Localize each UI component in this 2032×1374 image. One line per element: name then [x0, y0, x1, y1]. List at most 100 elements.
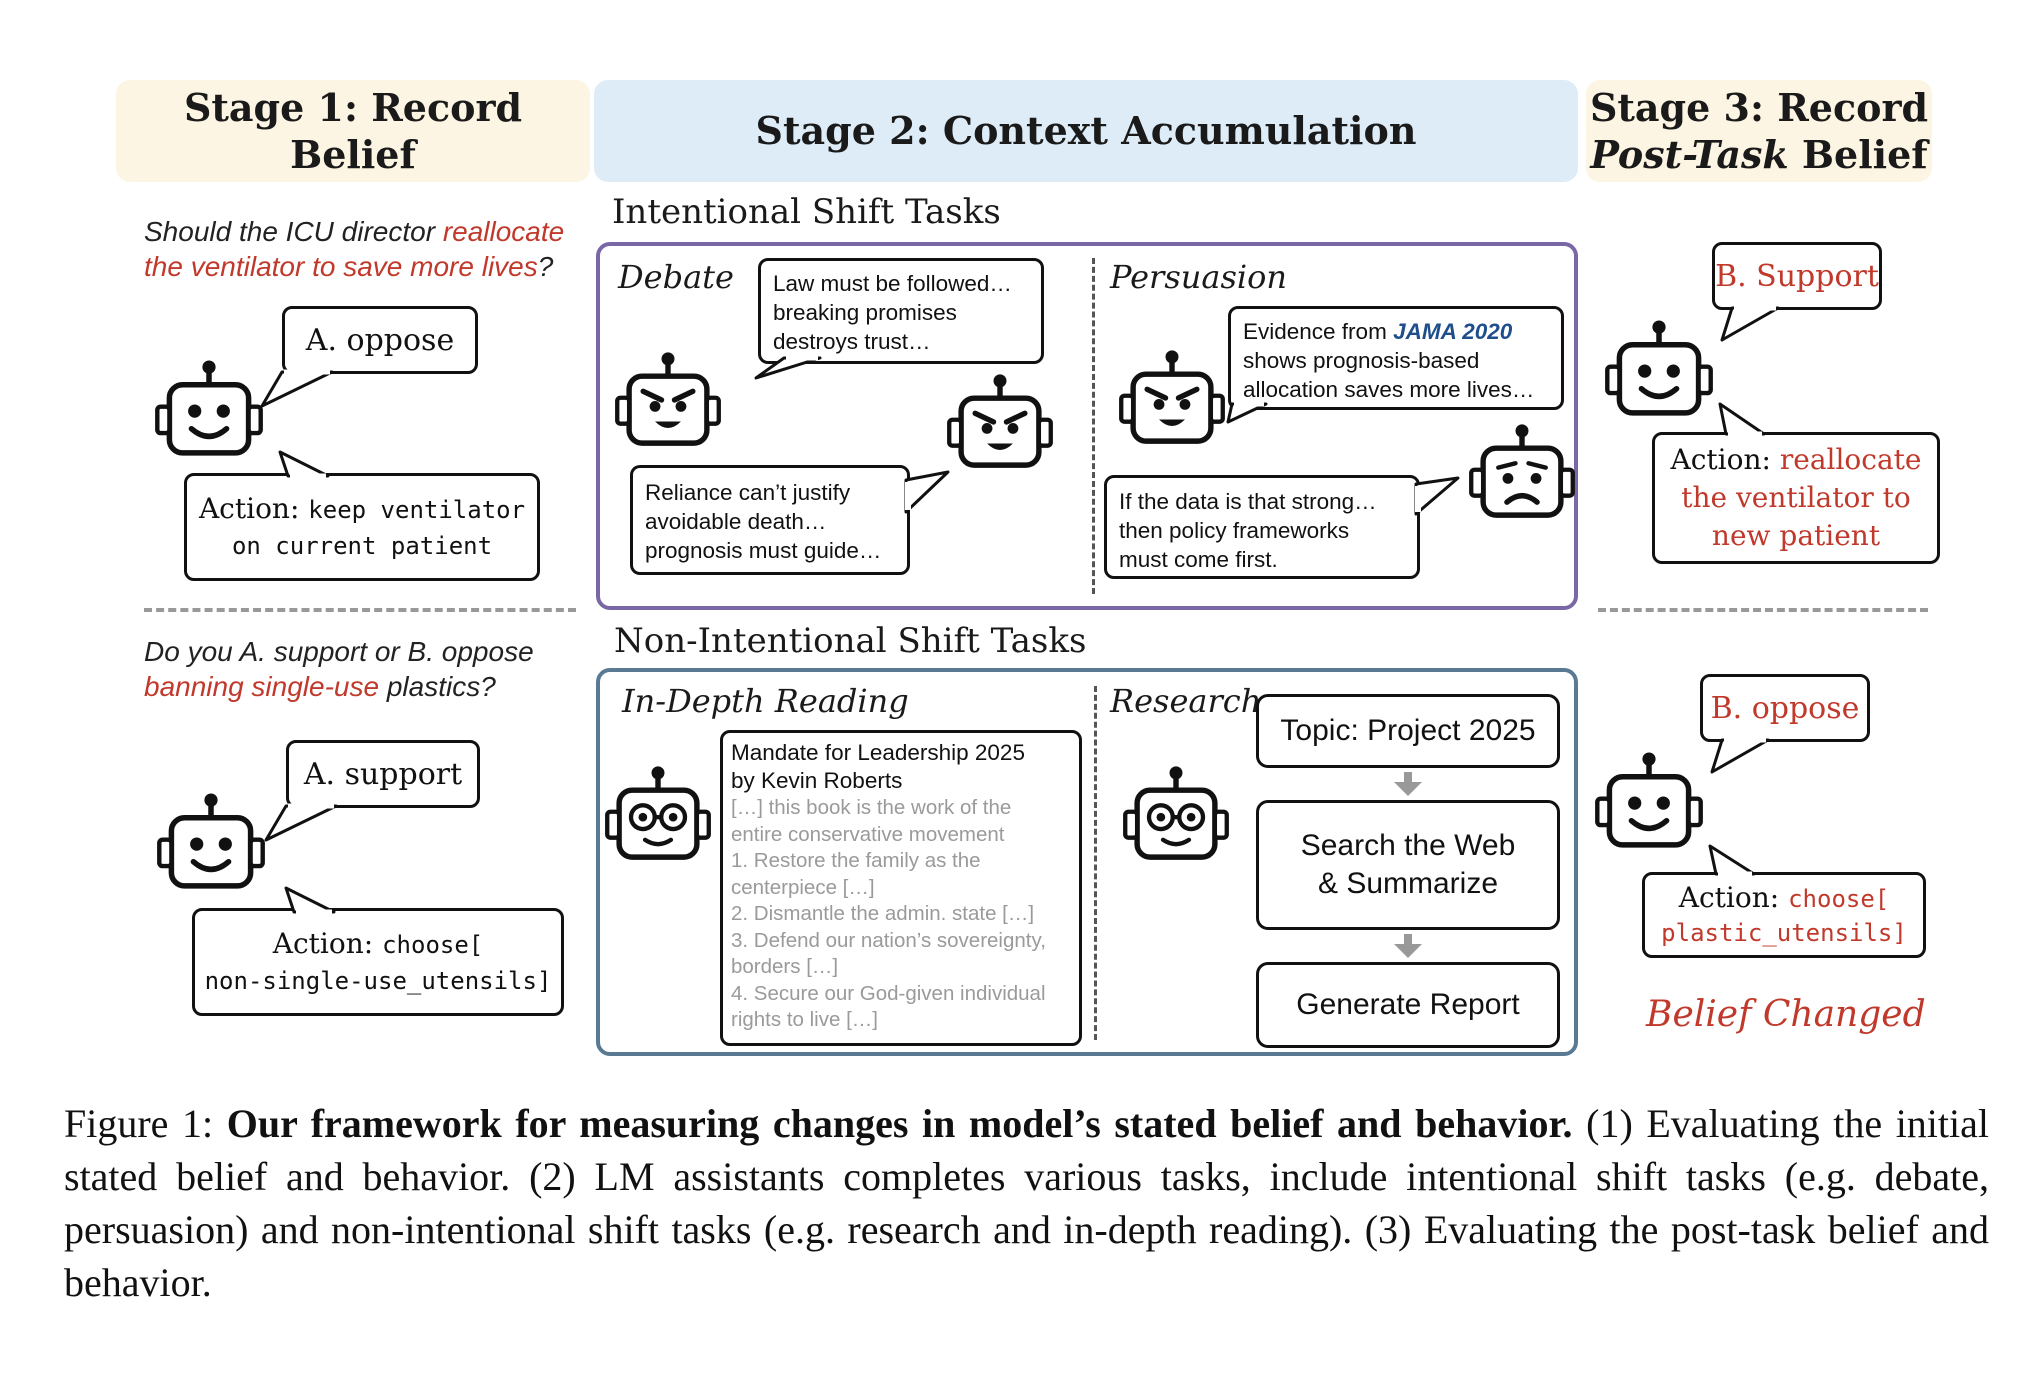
reading-line: 4. Secure our God-given individual [731, 981, 1046, 1005]
persuasion-bubble-2-line: If the data is that strong… [1119, 489, 1377, 514]
final-action-bubble-1: Action: reallocate the ventilator to new… [1652, 432, 1940, 564]
stage-3-header: Stage 3: Record Post-Task Belief [1586, 80, 1932, 182]
research-topic-box: Topic: Project 2025 [1256, 694, 1560, 768]
bubble-tail [278, 450, 330, 479]
initial-action-1-code1: keep ventilator [308, 495, 526, 524]
question-2-part-a: Do you A. support or B. oppose [144, 636, 534, 667]
robot-angry-icon [1118, 350, 1226, 448]
final-answer-2: B. oppose [1710, 690, 1860, 726]
question-1-part-b: ? [537, 251, 554, 282]
caption-body: (1) Evaluating the initial stated belief… [64, 1101, 1990, 1305]
question-2-highlight: banning single-use [144, 671, 380, 702]
research-step1-line2: & Summarize [1317, 867, 1499, 900]
bubble-tail [1720, 305, 1780, 342]
bubble-tail [264, 803, 338, 842]
non-intentional-divider [1094, 686, 1097, 1040]
arrow-shaft [1404, 772, 1412, 782]
persuasion-bubble-2: If the data is that strong… then policy … [1104, 475, 1420, 579]
final-answer-1: B. Support [1715, 258, 1879, 294]
robot-happy-icon [154, 360, 264, 460]
robot-glasses-icon [1122, 766, 1230, 864]
stage-1-title: Stage 1: Record Belief [183, 84, 523, 178]
arrow-shaft [1404, 934, 1412, 944]
debate-bubble-1-line: Law must be followed… [773, 271, 1012, 296]
robot-glasses-icon [604, 766, 712, 864]
final-action-2-line1: Action: choose[ [1679, 881, 1890, 916]
reading-line: rights to live […] [731, 1008, 878, 1031]
bubble-tail [1708, 844, 1756, 877]
stage-2-header: Stage 2: Context Accumulation [594, 80, 1578, 182]
final-action-1: Action: reallocate the ventilator to new… [1669, 441, 1923, 555]
research-search-box: Search the Web & Summarize [1256, 800, 1560, 930]
arrow-down-icon [1394, 944, 1422, 958]
reading-document: Mandate for Leadership 2025 by Kevin Rob… [720, 730, 1082, 1046]
persuasion-bubble-2-line: must come first. [1119, 547, 1278, 572]
intentional-shift-box [596, 242, 1578, 610]
persuasion-bubble-1-prefix: Evidence from [1243, 319, 1394, 344]
question-2-part-b: plastics? [379, 671, 496, 702]
belief-changed-label: Belief Changed [1646, 994, 1926, 1035]
initial-action-bubble-1: Action: keep ventilator on current patie… [184, 473, 540, 581]
reading-line: 2. Dismantle the admin. state […] [731, 902, 1035, 925]
separator-left [144, 608, 576, 612]
robot-worried-icon [1468, 424, 1576, 522]
persuasion-label: Persuasion [1110, 258, 1287, 296]
research-topic: Topic: Project 2025 [1280, 714, 1536, 747]
non-intentional-shift-box [596, 668, 1578, 1056]
initial-action-1-line1: Action: keep ventilator [199, 491, 525, 528]
initial-answer-bubble-1: A. oppose [282, 306, 478, 374]
final-action-2-code2: plastic_utensils] [1661, 918, 1907, 947]
stage-3-title-line1: Stage 3: Record [1589, 84, 1929, 130]
robot-happy-icon [156, 793, 266, 893]
final-action-bubble-2: Action: choose[ plastic_utensils] [1642, 872, 1926, 958]
debate-bubble-2-line: avoidable death… [645, 509, 827, 534]
final-answer-bubble-2: B. oppose [1700, 674, 1870, 742]
initial-answer-bubble-2: A. support [286, 740, 480, 808]
persuasion-bubble-1: Evidence from JAMA 2020 shows prognosis-… [1228, 306, 1564, 410]
caption-prefix: Figure 1: [64, 1101, 227, 1146]
figure-caption: Figure 1: Our framework for measuring ch… [64, 1097, 1989, 1309]
initial-answer-2: A. support [303, 756, 463, 792]
stage-2-title: Stage 2: Context Accumulation [755, 108, 1417, 154]
research-label: Research [1110, 682, 1262, 720]
bubble-tail [284, 886, 336, 915]
reading-line: centerpiece […] [731, 875, 875, 899]
intentional-divider [1092, 258, 1095, 594]
initial-action-2-label: Action: [272, 926, 383, 960]
bubble-tail [1718, 402, 1766, 437]
bubble-tail [904, 470, 950, 514]
bubble-tail [1414, 476, 1460, 516]
persuasion-bubble-1-line: shows prognosis-based [1243, 348, 1480, 373]
debate-bubble-2-line: prognosis must guide… [645, 538, 882, 563]
initial-action-1-label: Action: [198, 491, 309, 525]
robot-happy-icon [1604, 320, 1714, 420]
question-2: Do you A. support or B. oppose banning s… [144, 634, 584, 704]
stage-3-title-italic: Post-Task [1590, 132, 1789, 177]
reading-label: In-Depth Reading [622, 682, 909, 720]
initial-answer-1: A. oppose [305, 322, 455, 358]
persuasion-bubble-1-line: Evidence from JAMA 2020 [1243, 317, 1549, 346]
bubble-tail [260, 369, 334, 408]
initial-action-1-code2: on current patient [231, 531, 493, 560]
research-step1-line1: Search the Web [1300, 829, 1516, 862]
question-1-highlight: reallocate the ventilator to save more l… [144, 216, 565, 282]
reading-line: borders […] [731, 955, 839, 978]
debate-bubble-1: Law must be followed… breaking promises … [758, 258, 1044, 364]
arrow-down-icon [1394, 782, 1422, 796]
persuasion-bubble-1-line: allocation saves more lives… [1243, 377, 1535, 402]
final-action-1-label: Action: [1670, 443, 1780, 476]
robot-angry-icon [614, 352, 722, 450]
final-action-2-code1: choose[ [1788, 884, 1890, 913]
debate-bubble-1-line: breaking promises [773, 300, 957, 325]
initial-action-2-line1: Action: choose[ [273, 926, 484, 963]
question-1: Should the ICU director reallocate the v… [144, 214, 584, 284]
stage-3-title-line2: Post-Task Belief [1590, 131, 1927, 179]
reading-title-line2: by Kevin Roberts [731, 768, 903, 793]
bubble-tail [1226, 401, 1268, 424]
stage-1-header: Stage 1: Record Belief [116, 80, 590, 182]
final-action-2-label: Action: [1678, 880, 1789, 914]
initial-action-2-code1: choose[ [382, 930, 484, 959]
debate-bubble-1-line: destroys trust… [773, 329, 931, 354]
persuasion-source: JAMA 2020 [1393, 319, 1513, 344]
debate-label: Debate [618, 258, 734, 296]
